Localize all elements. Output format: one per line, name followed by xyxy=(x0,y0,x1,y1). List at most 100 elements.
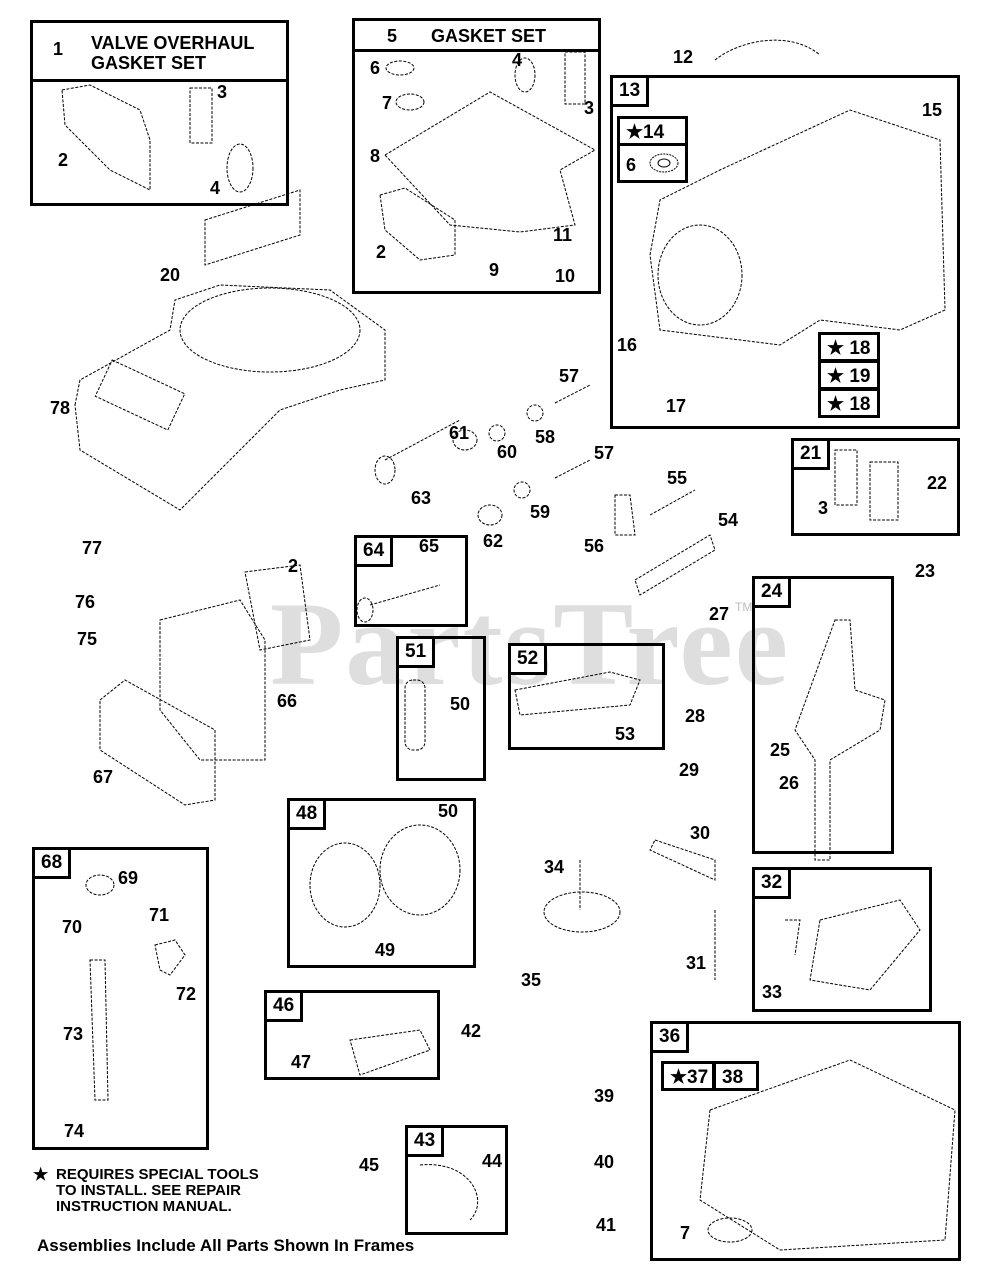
part-label-10[interactable]: 10 xyxy=(555,266,576,286)
part-label-69[interactable]: 69 xyxy=(118,868,139,888)
part-label-42[interactable]: 42 xyxy=(461,1021,482,1041)
part-label-55[interactable]: 55 xyxy=(667,468,688,488)
part-label-73[interactable]: 73 xyxy=(63,1024,84,1044)
part-label-57[interactable]: 57 xyxy=(559,366,580,386)
frame-valve-cover: 21 xyxy=(791,438,960,536)
oil-sump-36 xyxy=(699,1059,956,1251)
part-label-2[interactable]: 2 xyxy=(376,242,387,262)
starred-part-19[interactable]: ★ 19 xyxy=(818,360,880,390)
part-label-15[interactable]: 15 xyxy=(922,100,943,120)
part-label-3[interactable]: 3 xyxy=(584,98,595,118)
oil-seal-icon xyxy=(649,153,679,173)
part-label-49[interactable]: 49 xyxy=(375,940,396,960)
part-label-58[interactable]: 58 xyxy=(535,427,556,447)
part-label-61[interactable]: 61 xyxy=(449,423,470,443)
retainer-60 xyxy=(488,424,506,442)
part-label-34[interactable]: 34 xyxy=(544,857,565,877)
star-icon: ★ xyxy=(33,1165,49,1184)
part-label-20[interactable]: 20 xyxy=(160,265,181,285)
part-label-63[interactable]: 63 xyxy=(411,488,432,508)
crankcase-gasket-drawing xyxy=(384,91,597,233)
tappet-57b xyxy=(554,459,591,479)
part-label-12[interactable]: 12 xyxy=(673,47,694,67)
footer-note: Assemblies Include All Parts Shown In Fr… xyxy=(37,1236,415,1255)
part-label-56[interactable]: 56 xyxy=(584,536,605,556)
part-label-16[interactable]: 16 xyxy=(617,335,638,355)
part-label-9[interactable]: 9 xyxy=(489,260,500,280)
sensor-43 xyxy=(419,1164,479,1221)
part-label-35[interactable]: 35 xyxy=(521,970,542,990)
part-label-71[interactable]: 71 xyxy=(149,905,170,925)
part-label-17[interactable]: 17 xyxy=(666,396,687,416)
part-label-4[interactable]: 4 xyxy=(512,50,523,70)
part-label-22[interactable]: 22 xyxy=(927,473,948,493)
frame-1-title-line2: GASKET SET xyxy=(91,53,207,73)
part-label-6[interactable]: 6 xyxy=(626,155,637,175)
part-label-23[interactable]: 23 xyxy=(915,561,936,581)
starred-part-37[interactable]: ★37 xyxy=(661,1061,715,1091)
part-label-25[interactable]: 25 xyxy=(770,740,791,760)
part-label-75[interactable]: 75 xyxy=(77,629,98,649)
part-label-54[interactable]: 54 xyxy=(718,510,739,530)
part-label-60[interactable]: 60 xyxy=(497,442,518,462)
part-label-27[interactable]: 27 xyxy=(709,604,730,624)
part-label-72[interactable]: 72 xyxy=(176,984,197,1004)
part-label-7[interactable]: 7 xyxy=(382,93,393,113)
part-label-44[interactable]: 44 xyxy=(482,1151,503,1171)
part-label-40[interactable]: 40 xyxy=(594,1152,615,1172)
frame-1-number: 1 xyxy=(53,39,64,59)
starred-part-18[interactable]: ★ 18 xyxy=(818,332,880,362)
part-label-6[interactable]: 6 xyxy=(370,58,381,78)
part-label-29[interactable]: 29 xyxy=(679,760,700,780)
head-gasket-2b xyxy=(244,564,311,651)
frame-governor-base: 32 xyxy=(752,867,932,1012)
part-label-70[interactable]: 70 xyxy=(62,917,83,937)
part-label-41[interactable]: 41 xyxy=(596,1215,617,1235)
part-label-8[interactable]: 8 xyxy=(370,146,381,166)
part-label-78[interactable]: 78 xyxy=(50,398,71,418)
part-label-67[interactable]: 67 xyxy=(93,767,114,787)
part-label-50[interactable]: 50 xyxy=(450,694,471,714)
starred-part-18[interactable]: ★ 18 xyxy=(818,388,880,418)
part-label-39[interactable]: 39 xyxy=(594,1086,615,1106)
part-label-50[interactable]: 50 xyxy=(438,801,459,821)
part-label-3[interactable]: 3 xyxy=(818,498,829,518)
part-label-30[interactable]: 30 xyxy=(690,823,711,843)
blower-housing-drawing xyxy=(74,284,386,511)
cylinder-head-66 xyxy=(159,599,266,761)
part-label-45[interactable]: 45 xyxy=(359,1155,380,1175)
part-label-2[interactable]: 2 xyxy=(288,556,299,576)
frame-68-number: 68 xyxy=(32,847,72,879)
part-box-38[interactable]: 38 xyxy=(713,1061,759,1091)
part-label-28[interactable]: 28 xyxy=(685,706,706,726)
special-tools-line3: INSTRUCTION MANUAL. xyxy=(56,1198,232,1215)
part-label-62[interactable]: 62 xyxy=(483,531,504,551)
part-label-66[interactable]: 66 xyxy=(277,691,298,711)
part-label-2[interactable]: 2 xyxy=(58,150,69,170)
part-label-26[interactable]: 26 xyxy=(779,773,800,793)
frame-intake-valve: 64 xyxy=(354,535,468,627)
frame-36-number: 36 xyxy=(650,1021,690,1053)
starred-part-14[interactable]: ★14 xyxy=(617,116,688,146)
part-label-57[interactable]: 57 xyxy=(594,443,615,463)
valve-cover-gasket-drawing xyxy=(189,87,213,144)
part-label-76[interactable]: 76 xyxy=(75,592,96,612)
frame-dipstick: 68 xyxy=(32,847,209,1150)
part-label-3[interactable]: 3 xyxy=(217,82,228,102)
part-label-74[interactable]: 74 xyxy=(64,1121,85,1141)
part-label-7[interactable]: 7 xyxy=(680,1223,691,1243)
piston-pin-51 xyxy=(404,679,426,751)
valve-63-head xyxy=(374,455,396,485)
part-label-11[interactable]: 11 xyxy=(553,225,573,245)
frame-valve-overhaul-gasket-set: 1 VALVE OVERHAUL GASKET SET xyxy=(30,20,289,206)
part-label-59[interactable]: 59 xyxy=(530,502,551,522)
part-label-33[interactable]: 33 xyxy=(762,982,783,1002)
part-label-31[interactable]: 31 xyxy=(686,953,707,973)
part-label-53[interactable]: 53 xyxy=(615,724,636,744)
part-label-47[interactable]: 47 xyxy=(291,1052,312,1072)
part-label-4[interactable]: 4 xyxy=(210,178,221,198)
star-icon: ★ xyxy=(670,1067,688,1088)
part-label-65[interactable]: 65 xyxy=(419,536,440,556)
part-label-77[interactable]: 77 xyxy=(82,538,103,558)
